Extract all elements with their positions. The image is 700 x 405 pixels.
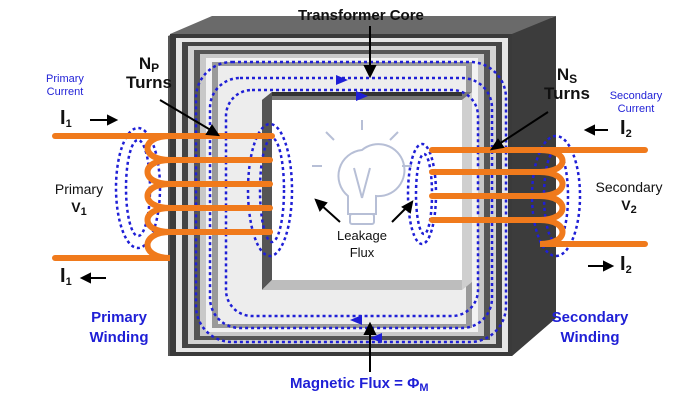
secondary-current-label: Secondary Current [596,90,676,116]
secondary-winding-line2: Winding [560,328,620,346]
magnetic-flux-label: Magnetic Flux = ΦM [290,376,429,394]
primary-turns-label: NP Turns [114,55,184,91]
current-i2-out-symbol: I [620,253,626,275]
current-i1-out-subscript: 1 [65,276,72,288]
primary-turns-subscript: P [151,61,160,75]
current-arrows [79,114,615,284]
secondary-voltage-line1: Secondary [595,179,663,195]
secondary-current-line2: Current [617,103,655,116]
secondary-voltage-subscript: 2 [630,204,637,217]
leakage-flux-label: Leakage Flux [326,228,398,262]
primary-winding-label: Primary Winding [74,308,164,347]
core-title: Transformer Core [298,7,424,24]
primary-voltage-label: Primary V1 [44,180,114,219]
secondary-turns-subscript: S [569,72,578,86]
primary-winding-line1: Primary [91,309,147,326]
current-i1-out: I1 [60,266,72,288]
secondary-voltage-label: Secondary V2 [586,178,672,217]
current-i1-in: I1 [60,108,72,130]
leakage-flux-line1: Leakage [337,228,387,243]
secondary-turns-label: NS Turns [532,66,602,102]
primary-voltage-symbol: V [71,199,81,216]
secondary-winding-line1: Secondary [551,309,629,326]
current-i2-out: I2 [620,254,632,276]
primary-voltage-subscript: 1 [80,206,87,219]
current-i2-in: I2 [620,118,632,140]
core-side-face [512,16,556,356]
secondary-winding-label: Secondary Winding [540,308,640,347]
current-i1-in-symbol: I [60,107,66,129]
current-i2-out-subscript: 2 [625,264,632,276]
current-i2-in-subscript: 2 [625,128,632,140]
current-i2-in-symbol: I [620,117,626,139]
pointer-arrows [159,26,549,372]
light-bulb-icon [312,120,412,225]
leakage-flux-line2: Flux [349,244,375,260]
secondary-turns-word: Turns [544,84,590,103]
main-flux-lines [194,60,508,344]
current-i1-in-subscript: 1 [65,118,72,130]
magnetic-flux-subscript: M [419,382,429,394]
secondary-winding [429,147,648,247]
primary-turns-symbol: N [138,54,152,73]
secondary-current-line1: Secondary [609,90,663,102]
primary-winding-line2: Winding [89,328,149,346]
primary-voltage-line1: Primary [54,181,104,197]
secondary-turns-symbol: N [556,65,570,84]
core-top-face [170,16,556,34]
primary-turns-word: Turns [126,73,172,92]
primary-current-label: Primary Current [30,73,100,99]
current-i1-out-symbol: I [60,265,66,287]
primary-current-line2: Current [46,86,84,99]
primary-current-line1: Primary [46,73,84,85]
magnetic-flux-text: Magnetic Flux = Φ [290,375,420,392]
flux-arrows [336,75,382,343]
primary-winding [52,133,275,261]
secondary-voltage-symbol: V [621,197,631,214]
